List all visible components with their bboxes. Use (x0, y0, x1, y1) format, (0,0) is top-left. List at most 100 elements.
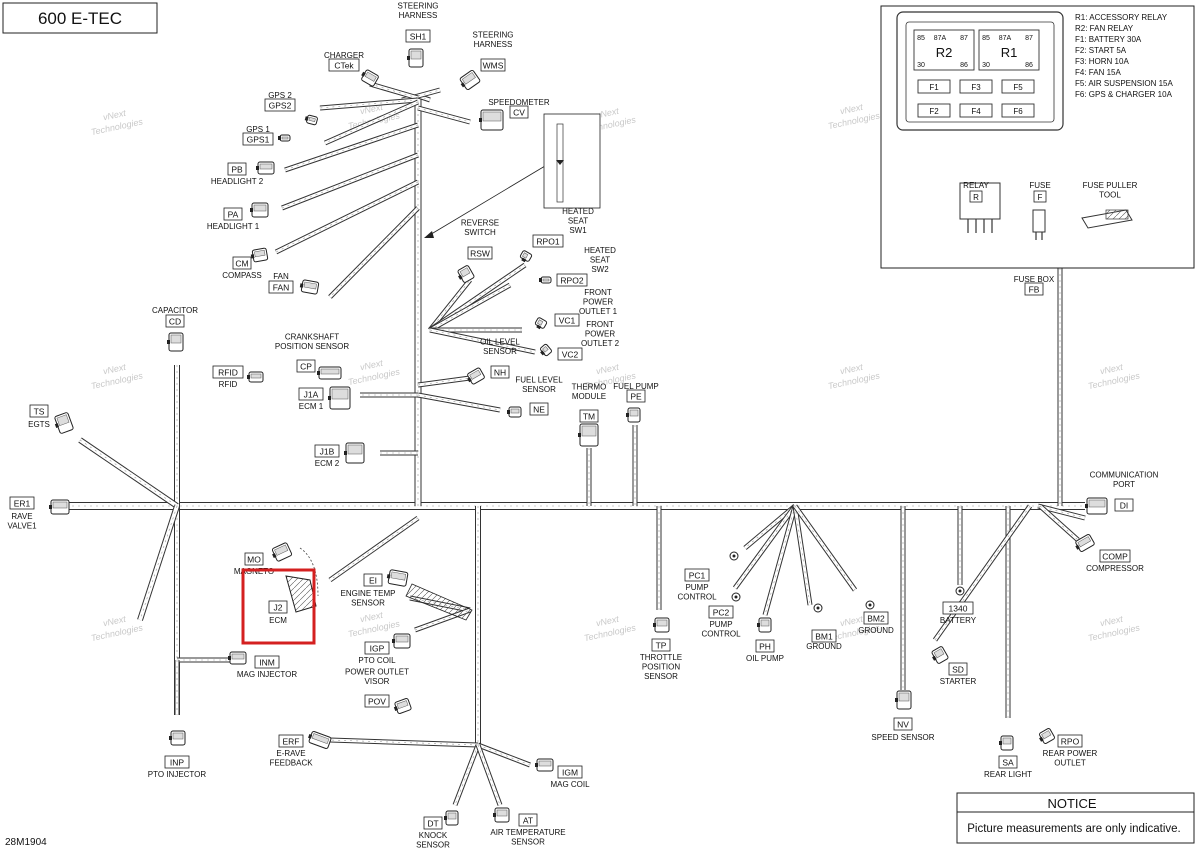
nh-name: OIL LEVEL (480, 338, 520, 347)
nh-code: NH (494, 368, 506, 378)
diode-pointer-line (427, 165, 546, 237)
comp-code-box (1099, 549, 1131, 563)
at-code-box (518, 813, 538, 827)
tp-name: THROTTLE (640, 653, 682, 662)
j1a-name: ECM 1 (299, 402, 324, 411)
vc1-code: VC1 (559, 316, 576, 326)
tp-code: TP (656, 641, 667, 651)
relay-label: R1 (1001, 45, 1018, 60)
fan-name: FAN (273, 272, 289, 281)
fuse-legend-line: R2: FAN RELAY (1075, 24, 1134, 33)
gps2-connector-icon (304, 114, 318, 126)
tm-connector-icon (578, 423, 599, 447)
connector-shapes (49, 48, 1108, 826)
ne-connector-icon (507, 406, 522, 418)
gps2-name: GPS 2 (268, 91, 292, 100)
ts-code: TS (34, 407, 45, 417)
inp-connector-icon (169, 730, 186, 746)
b1340-name: BATTERY (940, 616, 977, 625)
pc1-name: CONTROL (677, 593, 717, 602)
rpo2-code-box (556, 273, 588, 287)
bm2-name: GROUND (858, 626, 894, 635)
fan-connector-icon (299, 279, 320, 295)
ph-connector-icon (757, 617, 772, 633)
fuse-part-code: R (973, 193, 979, 202)
fuse-slot (917, 103, 951, 118)
watermark-text: vNext (102, 614, 127, 629)
gps1-code-box (242, 132, 274, 146)
j2-code: J2 (274, 603, 283, 613)
ctek-name: CHARGER (324, 51, 364, 60)
nv-connector-icon (895, 690, 912, 710)
vc1-code-box (554, 313, 580, 327)
fuse-legend-line: F2: START 5A (1075, 46, 1127, 55)
rsw-name: SWITCH (464, 228, 496, 237)
inm-connector-icon (228, 651, 247, 665)
j1b-name: ECM 2 (315, 459, 340, 468)
ctek-code: CTek (334, 61, 354, 71)
dt-code: DT (427, 819, 438, 829)
sa-connector-icon (999, 735, 1014, 751)
bm1-code: BM1 (815, 632, 833, 642)
gps1-code: GPS1 (247, 135, 270, 145)
j1a-code-box (298, 387, 324, 401)
rfid-name: RFID (219, 380, 238, 389)
watermark-text: vNext (839, 102, 864, 117)
ph-name: OIL PUMP (746, 654, 784, 663)
sh1-connector-icon (407, 48, 424, 68)
comp-name: COMPRESSOR (1086, 564, 1144, 573)
mag-code: IGM (562, 768, 578, 778)
wms-connector-icon (459, 69, 481, 91)
di-code-box (1114, 498, 1134, 512)
rpo2-name: HEATED (584, 246, 616, 255)
watermark-text: vNext (359, 610, 384, 625)
fuse-slot (959, 103, 993, 118)
ts-code-box (29, 404, 49, 418)
fuse-legend-line: F5: AIR SUSPENSION 15A (1075, 79, 1173, 88)
rpo-code: RPO (1061, 737, 1080, 747)
ne-name: SENSOR (522, 385, 556, 394)
sd-code-box (948, 662, 968, 676)
fuse-part-name: RELAY (963, 181, 989, 190)
pc2-code-box (708, 605, 734, 619)
j2-code-box (268, 600, 288, 614)
sd-name: STARTER (940, 677, 977, 686)
pa-code-box (223, 207, 243, 221)
nv-code: NV (897, 720, 909, 730)
di-name: COMMUNICATION (1090, 471, 1159, 480)
er1-name: VALVE1 (7, 522, 37, 531)
sh1-code: SH1 (410, 32, 427, 42)
relay-pin-label: 30 (982, 62, 990, 69)
rpo1-name: SW1 (569, 226, 587, 235)
tm-code: TM (583, 412, 595, 422)
erf-name: FEEDBACK (269, 759, 313, 768)
fuse-legend-line: F4: FAN 15A (1075, 68, 1121, 77)
pc1-code-box (684, 568, 710, 582)
fuse-slot (959, 79, 993, 94)
pov-name: POWER OUTLET (345, 668, 409, 677)
cm-name: COMPASS (222, 271, 261, 280)
pe-name: FUEL PUMP (613, 382, 659, 391)
relay-pin-label: 87 (1025, 35, 1033, 42)
rsw-code-box (467, 246, 493, 260)
b1340-code-box (942, 601, 974, 615)
pc1-code: PC1 (689, 571, 706, 581)
rpo2-code: RPO2 (560, 276, 583, 286)
er1-connector-icon (49, 499, 70, 515)
rpo-name: OUTLET (1054, 759, 1086, 768)
figure-number: 28M1904 (5, 837, 47, 848)
